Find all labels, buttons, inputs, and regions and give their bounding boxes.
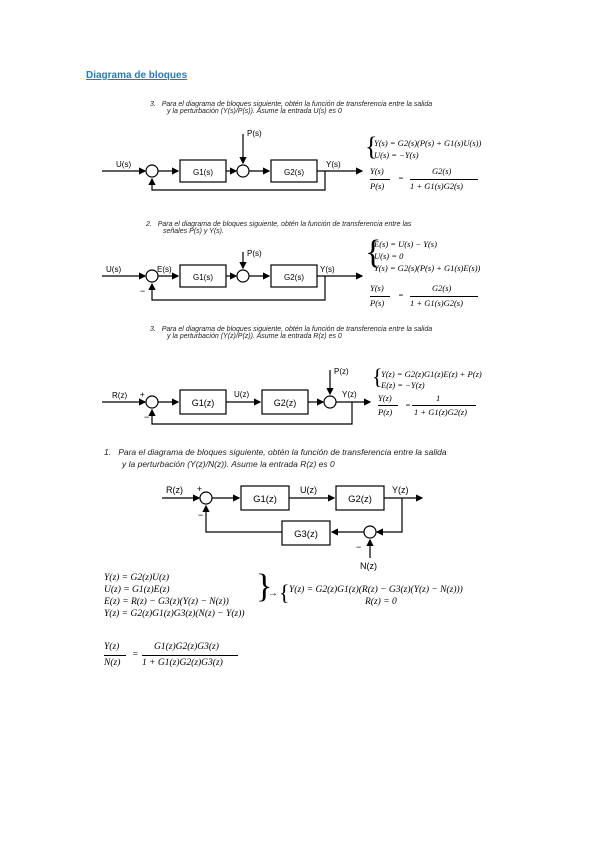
problem-4-eq-4: Y(z) = G2(z)G1(z)G3(z)(N(z) − Y(z)) — [104, 609, 245, 619]
diagram-3-minus-sign: − — [144, 412, 149, 422]
problem-1-statement: 3. Para el diagrama de bloques siguiente… — [150, 101, 432, 115]
problem-2-statement: 2. Para el diagrama de bloques siguiente… — [146, 221, 411, 235]
diagram-1-input-label: U(s) — [116, 160, 131, 169]
problem-1-eq-2: U(s) = −Y(s) — [374, 150, 419, 160]
diagram-2-minus-sign: − — [140, 286, 145, 296]
diagram-3-plus-sign: + — [140, 390, 145, 399]
problem-1-number: 3. — [150, 101, 156, 108]
problem-1-line2: y la perturbación (Y(s)/P(s)). Asume la … — [167, 108, 342, 115]
system-brace-1: { — [365, 132, 378, 161]
problem-2-equations: E(s) = U(s) − Y(s) U(s) = 0 Y(s) = G2(s)… — [374, 238, 480, 274]
block-diagram-1: U(s) P(s) G1(s) G2(s) Y(s) — [102, 129, 364, 191]
problem-4-eq-2: U(z) = G1(z)E(z) — [104, 585, 170, 595]
diagram-3-disturbance-label: P(z) — [334, 367, 349, 376]
problem-3-line1: Para el diagrama de bloques siguiente, o… — [161, 326, 433, 333]
page-title: Diagrama de bloques — [86, 70, 188, 81]
problem-2-result-rhs-num: G2(s) — [432, 283, 452, 293]
diagram-1-block-g1: G1(s) — [193, 168, 213, 177]
problem-2-number: 2. — [146, 221, 152, 228]
problem-1-result-lhs-num: Y(s) — [370, 166, 384, 176]
problem-4-result-rhs-num: G1(z)G2(z)G3(z) — [154, 642, 219, 652]
block-diagram-2: U(s) E(s) P(s) G1(s) G2(s) Y(s) − — [102, 249, 364, 301]
problem-1-result-rhs-den: 1 + G1(s)G2(s) — [410, 181, 463, 191]
diagram-3-output-label: Y(z) — [342, 390, 357, 399]
diagram-4-signal-label: U(z) — [300, 485, 317, 495]
problem-3-result-rhs-num: 1 — [436, 393, 441, 403]
problem-4-statement: 1. Para el diagrama de bloques siguiente… — [104, 446, 447, 470]
diagram-3-block-g2: G2(z) — [274, 398, 297, 408]
problem-3-result-rhs-den: 1 + G1(z)G2(z) — [414, 407, 467, 417]
problem-2-line1: Para el diagrama de bloques siguiente, o… — [157, 221, 412, 228]
problem-1-result-rhs-num: G2(s) — [432, 166, 452, 176]
problem-4-line2: y la perturbación (Y(z)/N(z)). Asume la … — [122, 459, 335, 469]
problem-3-number: 3. — [150, 326, 156, 333]
diagram-3-input-label: R(z) — [112, 391, 127, 400]
problem-1-eq-1: Y(s) = G2(s)(P(s) + G1(s)U(s)) — [374, 138, 482, 148]
problem-2-eq-1: E(s) = U(s) − Y(s) — [374, 239, 437, 249]
diagram-4-input-label: R(z) — [166, 485, 183, 495]
problem-4-line1: Para el diagrama de bloques siguiente, o… — [118, 447, 447, 457]
problem-1-equations: Y(s) = G2(s)(P(s) + G1(s)U(s)) U(s) = −Y… — [374, 137, 481, 161]
diagram-2-input-label: U(s) — [106, 265, 121, 274]
diagram-3-signal-label: U(z) — [234, 390, 249, 399]
system-brace-4b: { — [279, 580, 290, 605]
problem-1-line1: Para el diagrama de bloques siguiente, o… — [161, 101, 433, 108]
system-brace-4a: } — [256, 568, 273, 605]
problem-4-eq-1: Y(z) = G2(z)U(z) — [104, 573, 169, 583]
problem-3-result-lhs-den: P(z) — [378, 407, 393, 417]
problem-1-result-lhs-den: P(s) — [370, 181, 385, 191]
problem-2-result-lhs-den: P(s) — [370, 298, 385, 308]
problem-2-eq-3: Y(s) = G2(s)(P(s) + G1(s)E(s)) — [374, 263, 481, 273]
problem-4-number: 1. — [104, 447, 112, 457]
diagram-4-block-g1: G1(z) — [253, 494, 277, 505]
diagram-4-block-g2: G2(z) — [348, 494, 372, 505]
problem-2-result-rhs-den: 1 + G1(s)G2(s) — [410, 298, 463, 308]
diagram-4-output-label: Y(z) — [392, 485, 409, 495]
problem-3-result-lhs-num: Y(z) — [378, 393, 392, 403]
problem-3-statement: 3. Para el diagrama de bloques siguiente… — [150, 326, 432, 340]
problem-4-result-lhs-den: N(z) — [104, 658, 121, 668]
problem-2-result-lhs-num: Y(s) — [370, 283, 384, 293]
diagram-4-minus-sign: − — [198, 510, 203, 520]
diagram-4-block-g3: G3(z) — [294, 529, 318, 540]
diagram-4-noise-label: N(z) — [360, 561, 377, 571]
diagram-4-minus-sign-2: − — [356, 542, 361, 552]
problem-2-eq-2: U(s) = 0 — [374, 251, 404, 261]
diagram-2-block-g1: G1(s) — [193, 273, 213, 282]
problem-4-result-lhs-num: Y(z) — [104, 642, 120, 652]
diagram-1-disturbance-label: P(s) — [247, 129, 262, 138]
problem-4-right-equations: Y(z) = G2(z)G1(z)(R(z) − G3(z)(Y(z) − N(… — [289, 584, 463, 608]
diagram-2-disturbance-label: P(s) — [247, 249, 262, 258]
block-diagram-3: R(z) + − P(z) G1(z) G2(z) U(z) Y(z) — [102, 367, 372, 425]
system-brace-2: { — [365, 234, 382, 271]
implies-arrow: → — [268, 588, 278, 599]
diagram-1-block-g2: G2(s) — [284, 168, 304, 177]
problem-4-right-eq-1: Y(z) = G2(z)G1(z)(R(z) − G3(z)(Y(z) − N(… — [289, 585, 463, 595]
block-diagram-4: R(z) + − G1(z) G2(z) G3(z) U(z) Y(z) − N… — [162, 484, 424, 571]
system-brace-3: { — [372, 364, 383, 389]
problem-3-eq-1: Y(z) = G2(z)G1(z)E(z) + P(z) — [381, 369, 482, 379]
problem-3-line2: y la perturbación (Y(z)/P(z)). Asume la … — [167, 333, 342, 340]
problem-4-equations: Y(z) = G2(z)U(z) U(z) = G1(z)E(z) E(z) =… — [104, 572, 245, 620]
diagram-2-error-label: E(s) — [157, 265, 172, 274]
problem-2-line2: señales P(s) y Y(s). — [163, 228, 224, 235]
diagram-2-block-g2: G2(s) — [284, 273, 304, 282]
problem-3-equations: Y(z) = G2(z)G1(z)E(z) + P(z) E(z) = −Y(z… — [381, 369, 482, 391]
problem-4-right-eq-2: R(z) = 0 — [365, 597, 397, 607]
diagram-1-output-label: Y(s) — [326, 160, 341, 169]
problem-3-eq-2: E(z) = −Y(z) — [381, 380, 425, 390]
diagram-3-block-g1: G1(z) — [192, 398, 215, 408]
problem-4-result-rhs-den: 1 + G1(z)G2(z)G3(z) — [142, 658, 223, 668]
diagram-4-plus-sign: + — [197, 484, 202, 494]
diagram-2-output-label: Y(s) — [320, 265, 335, 274]
problem-4-eq-3: E(z) = R(z) − G3(z)(Y(z) − N(z)) — [104, 597, 229, 607]
